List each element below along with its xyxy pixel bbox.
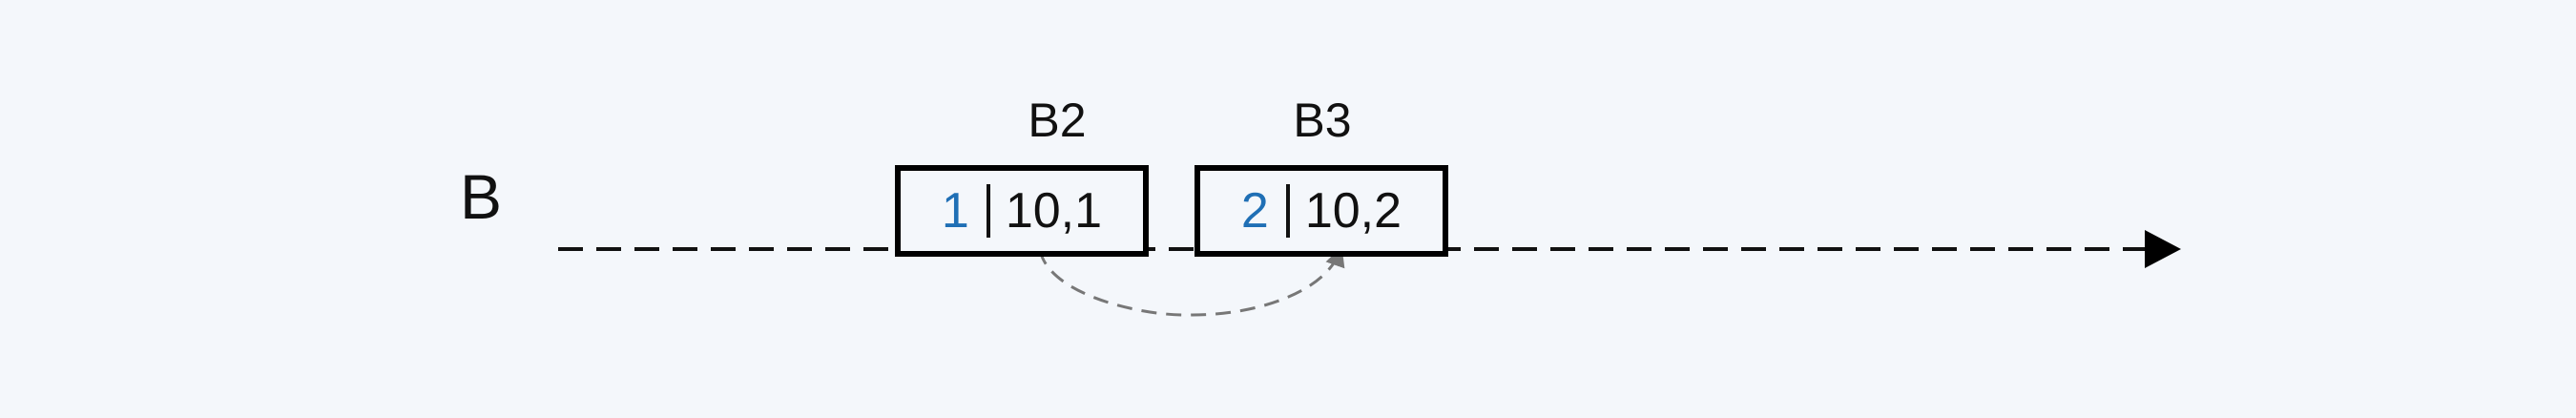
block-separator (1285, 184, 1290, 238)
block-separator (986, 184, 990, 238)
block-index: 1 (941, 183, 969, 239)
timeline-arrowhead (2145, 230, 2181, 268)
block-b3: 2 10,2 (1195, 165, 1448, 257)
block-index: 2 (1240, 183, 1269, 239)
lane-label: B (460, 161, 503, 232)
block-title-b3: B3 (1293, 94, 1352, 147)
block-value: 10,2 (1304, 183, 1402, 239)
block-title-b2: B2 (1028, 94, 1087, 147)
block-link-arc (1038, 246, 1345, 317)
block-value: 10,1 (1005, 183, 1103, 239)
block-b2: 1 10,1 (895, 165, 1149, 257)
